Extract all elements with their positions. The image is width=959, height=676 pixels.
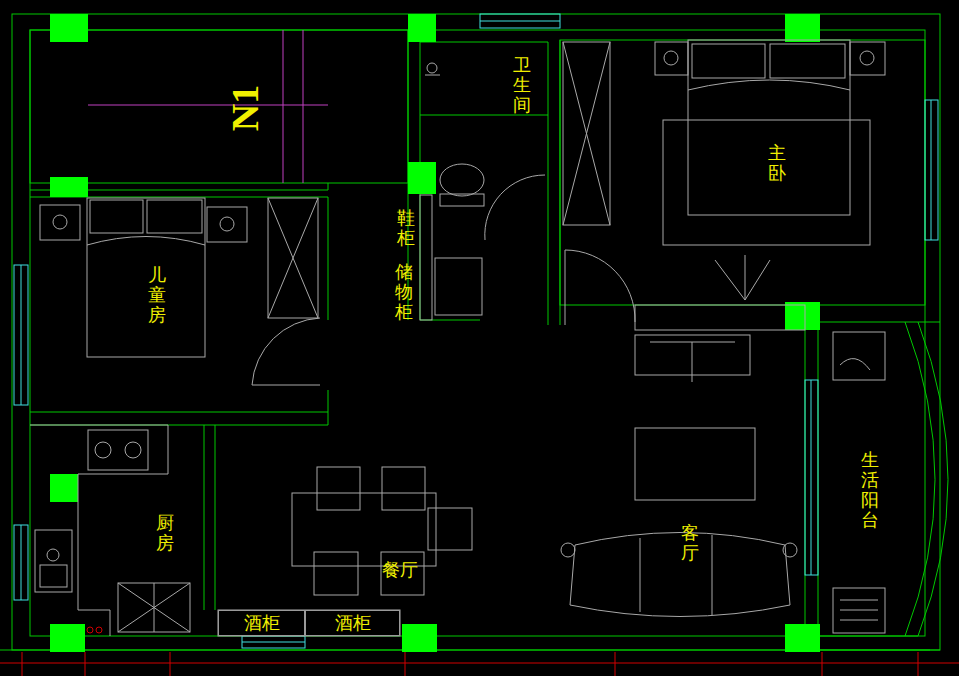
cabinet-label: 酒柜 <box>335 611 371 635</box>
room-label: 客厅 <box>681 523 699 563</box>
room-label: 鞋柜 <box>397 208 415 248</box>
room-label: 儿童房 <box>148 265 166 324</box>
cabinet-box: 酒柜 <box>218 610 305 636</box>
room-label: 生活阳台 <box>861 450 879 529</box>
cabinet-label: 酒柜 <box>244 611 280 635</box>
room-label: 主卧 <box>768 143 786 183</box>
room-label: 餐厅 <box>382 558 418 582</box>
room-label: 储物柜 <box>395 262 413 321</box>
cabinet-box: 酒柜 <box>305 610 400 636</box>
room-label: 卫生间 <box>513 55 531 114</box>
room-label: N1 <box>226 85 264 131</box>
room-label: 厨房 <box>156 513 174 553</box>
